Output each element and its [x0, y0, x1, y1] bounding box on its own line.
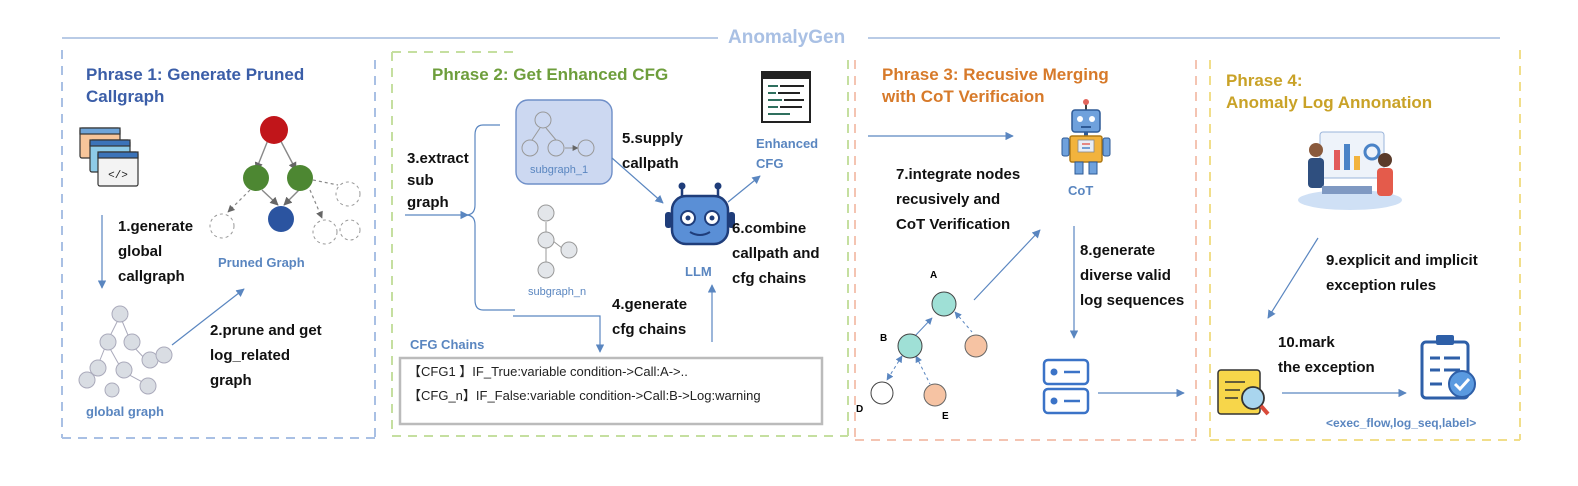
merge-tree — [870, 291, 988, 407]
cfg-line-1: 【CFG1 】IF_True:variable condition->Call:… — [408, 364, 688, 379]
node-d-label: D — [856, 404, 864, 415]
step-7-label: 7.integrate nodes recusively and CoT Ver… — [896, 166, 1021, 233]
code-window-icon: </> — [79, 127, 139, 187]
phase-1-frame — [61, 50, 376, 439]
server-icon — [1042, 358, 1090, 415]
subgraph-1 — [515, 99, 613, 185]
step-3-label: 3.extract sub graph — [407, 150, 469, 211]
output-tuple-label: <exec_flow,log_seq,label> — [1326, 416, 1477, 430]
robot-llm-icon — [665, 182, 735, 246]
arrow-step4-down — [513, 315, 605, 353]
cot-label: CoT — [1068, 183, 1094, 198]
document-icon — [761, 71, 811, 123]
global-graph-label: global graph — [86, 404, 164, 419]
arrow-step5 — [611, 157, 664, 204]
arrow-to-enhanced — [727, 175, 761, 203]
node-b-label: B — [880, 333, 888, 344]
people-icon — [1298, 131, 1402, 210]
phase-4-frame — [1209, 50, 1521, 441]
arrow-step2 — [171, 288, 245, 346]
subgraph-1-label: subgraph_1 — [530, 164, 589, 176]
phase-1-title: Phrase 1: Generate Pruned Callgraph — [86, 65, 305, 106]
clipboard-check-icon — [1420, 335, 1476, 400]
node-e-label: E — [942, 411, 949, 422]
magnifier-document-icon — [1217, 369, 1270, 416]
brace — [465, 124, 515, 311]
pruned-graph-label: Pruned Graph — [218, 255, 305, 270]
step-5-label: 5.supply callpath — [622, 130, 683, 172]
phase-3-frame — [854, 60, 1197, 441]
phase-3-title: Phrase 3: Recusive Merging with CoT Veri… — [882, 65, 1109, 106]
step-4-label: 4.generate cfg chains — [612, 296, 688, 338]
subgraph-n-label: subgraph_n — [528, 286, 587, 298]
svg-text:</>: </> — [108, 170, 128, 182]
step-10-label: 10.mark the exception — [1278, 334, 1375, 376]
cfg-chains-box — [398, 356, 824, 426]
llm-label: LLM — [685, 264, 712, 279]
enhanced-cfg-label: Enhanced CFG — [756, 136, 819, 171]
step-6-label: 6.combine callpath and cfg chains — [732, 220, 820, 287]
step-1-label: 1.generate global callgraph — [118, 218, 194, 285]
phase-2-title: Phrase 2: Get Enhanced CFG — [432, 65, 669, 84]
phase-2-frame — [391, 51, 849, 437]
pruned-graph — [209, 116, 361, 245]
cfg-line-2: 【CFG_n】IF_False:variable condition->Call… — [408, 388, 761, 403]
step-2-label: 2.prune and get log_related graph — [210, 322, 322, 389]
arrow-tree-to-cot — [973, 229, 1041, 301]
node-a-label: A — [930, 270, 938, 281]
step-8-label: 8.generate diverse valid log sequences — [1080, 242, 1185, 309]
step-9-label: 9.explicit and implicit exception rules — [1326, 252, 1478, 294]
robot-cot-icon — [1061, 99, 1111, 175]
main-title: AnomalyGen — [728, 27, 846, 48]
arrow-step9 — [1267, 237, 1319, 319]
cfg-chains-label: CFG Chains — [410, 337, 485, 352]
subgraph-n — [537, 204, 578, 279]
phase-4-title: Phrase 4: Anomaly Log Annonation — [1226, 71, 1433, 112]
global-graph — [78, 305, 173, 398]
